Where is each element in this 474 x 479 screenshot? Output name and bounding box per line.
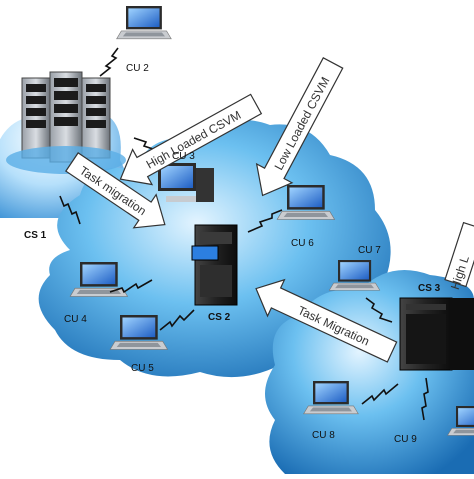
- label-cu4: CU 4: [64, 314, 87, 325]
- link-cu8-cs3: [361, 383, 399, 405]
- desktop-cu3: [158, 163, 214, 202]
- link-cs1-cloud: [59, 195, 81, 225]
- label-cs2: CS 2: [208, 312, 231, 323]
- link-cu2-cs1: [99, 47, 119, 77]
- server-cs1: [6, 71, 126, 174]
- server-cs3: [399, 297, 474, 371]
- link-cu5-cs2: [159, 309, 195, 331]
- label-cu6: CU 6: [291, 238, 314, 249]
- label-cu2: CU 2: [126, 63, 149, 74]
- link-cu6-cs2: [247, 209, 283, 233]
- arrow-high-loaded-2: High L: [444, 221, 474, 291]
- laptop-cu2: [116, 5, 172, 40]
- server-cs2: [191, 224, 238, 306]
- label-cs1: CS 1: [24, 230, 47, 241]
- links: [59, 47, 429, 421]
- link-cu9-cs3: [421, 377, 429, 421]
- label-cu3: CU 3: [172, 151, 195, 162]
- label-cs3: CS 3: [418, 283, 441, 294]
- label-cu9: CU 9: [394, 434, 417, 445]
- label-cu7: CU 7: [358, 245, 381, 256]
- label-cu8: CU 8: [312, 430, 335, 441]
- link-cu4-cs2: [109, 279, 153, 294]
- label-cu5: CU 5: [131, 363, 154, 374]
- link-cu7-cs3: [365, 297, 393, 323]
